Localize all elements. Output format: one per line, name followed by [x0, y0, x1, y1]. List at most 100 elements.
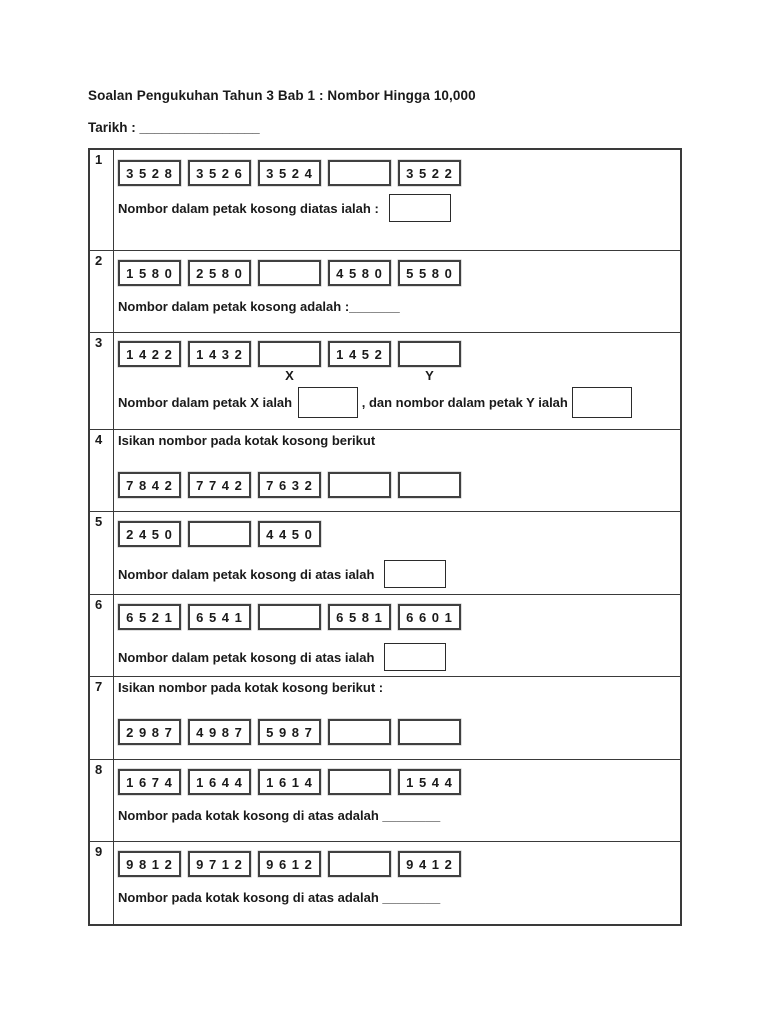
box-label-empty: [188, 368, 251, 384]
question-text-label: Nombor dalam petak kosong diatas ialah :: [118, 200, 379, 216]
question-text-part2: , dan nombor dalam petak Y ialah: [358, 395, 568, 410]
number-box: 4 9 8 7: [188, 719, 251, 745]
question-text: Nombor dalam petak X ialah , dan nombor …: [118, 387, 676, 418]
number-box: 3 5 2 8: [118, 160, 181, 186]
empty-number-box[interactable]: [328, 472, 391, 498]
question-number: 7: [90, 677, 114, 759]
question-number: 8: [90, 760, 114, 841]
question-text: Nombor pada kotak kosong di atas adalah …: [118, 808, 676, 823]
number-box: 9 8 1 2: [118, 851, 181, 877]
box-label-y: Y: [425, 368, 434, 383]
empty-number-box[interactable]: [188, 521, 251, 547]
empty-number-box[interactable]: [258, 260, 321, 286]
answer-box-x[interactable]: [298, 387, 359, 418]
empty-number-box[interactable]: [398, 719, 461, 745]
question-content: 6 5 2 1 6 5 4 1 6 5 8 1 6 6 0 1 Nombor dalam…: [114, 595, 680, 676]
answer-box-y[interactable]: [571, 387, 632, 418]
question-number: 1: [90, 150, 114, 250]
number-box-sequence: 2 9 8 7 4 9 8 7 5 9 8 7: [118, 719, 676, 745]
question-number: 2: [90, 251, 114, 332]
number-box-sequence: 6 5 2 1 6 5 4 1 6 5 8 1 6 6 0 1: [118, 604, 676, 630]
question-text-label: Nombor dalam petak kosong di atas ialah: [118, 649, 375, 665]
question-number: 9: [90, 842, 114, 924]
question-instruction: Isikan nombor pada kotak kosong berikut …: [118, 680, 384, 695]
question-text-label: Nombor pada kotak kosong di atas adalah …: [118, 808, 441, 823]
question-text: Nombor pada kotak kosong di atas adalah …: [118, 890, 676, 905]
number-box: 1 5 4 4: [398, 769, 461, 795]
number-box: 2 9 8 7: [118, 719, 181, 745]
number-box: 3 5 2 6: [188, 160, 251, 186]
number-box: 3 5 2 2: [398, 160, 461, 186]
question-text: Nombor dalam petak kosong adalah :______…: [118, 299, 676, 314]
number-box: 5 5 8 0: [398, 260, 461, 286]
number-box: 9 4 1 2: [398, 851, 461, 877]
number-box-sequence: 9 8 1 2 9 7 1 2 9 6 1 2 9 4 1 2: [118, 851, 676, 877]
page-title: Soalan Pengukuhan Tahun 3 Bab 1 : Nombor…: [88, 88, 476, 103]
number-box: 9 6 1 2: [258, 851, 321, 877]
empty-number-box[interactable]: [328, 160, 391, 186]
number-box: 6 6 0 1: [398, 604, 461, 630]
number-box: 1 4 3 2: [188, 341, 251, 367]
question-text: Nombor dalam petak kosong di atas ialah: [118, 560, 676, 588]
number-box: 1 6 1 4: [258, 769, 321, 795]
question-number: 3: [90, 333, 114, 429]
number-box: 4 4 5 0: [258, 521, 321, 547]
answer-box[interactable]: [388, 194, 451, 222]
empty-number-box[interactable]: [328, 851, 391, 877]
number-box: 7 7 4 2: [188, 472, 251, 498]
empty-number-box[interactable]: [258, 604, 321, 630]
empty-number-box[interactable]: [258, 341, 321, 367]
answer-box[interactable]: [384, 560, 447, 588]
question-number: 4: [90, 430, 114, 511]
empty-number-box[interactable]: [398, 341, 461, 367]
empty-number-box[interactable]: [328, 769, 391, 795]
number-box-sequence: 3 5 2 8 3 5 2 6 3 5 2 4 3 5 2 2: [118, 160, 676, 186]
question-text-label: Nombor dalam petak kosong di atas ialah: [118, 566, 375, 582]
number-box: 1 4 2 2: [118, 341, 181, 367]
number-box: 9 7 1 2: [188, 851, 251, 877]
empty-number-box[interactable]: [328, 719, 391, 745]
question-number: 6: [90, 595, 114, 676]
question-content: 3 5 2 8 3 5 2 6 3 5 2 4 3 5 2 2 Nombor dalam…: [114, 150, 680, 250]
empty-number-box[interactable]: [398, 472, 461, 498]
number-box: 2 5 8 0: [188, 260, 251, 286]
question-content: 9 8 1 2 9 7 1 2 9 6 1 2 9 4 1 2 Nombor pada …: [114, 842, 680, 924]
number-box: 7 8 4 2: [118, 472, 181, 498]
question-row: 7 Isikan nombor pada kotak kosong berikut…: [90, 676, 680, 759]
number-box: 1 6 4 4: [188, 769, 251, 795]
number-box: 3 5 2 4: [258, 160, 321, 186]
question-number: 5: [90, 512, 114, 594]
number-box: 5 9 8 7: [258, 719, 321, 745]
number-box: 1 5 8 0: [118, 260, 181, 286]
answer-box[interactable]: [384, 643, 447, 671]
number-box: 6 5 8 1: [328, 604, 391, 630]
question-text-label: Nombor pada kotak kosong di atas adalah …: [118, 890, 441, 905]
number-box: 6 5 4 1: [188, 604, 251, 630]
number-box: 6 5 2 1: [118, 604, 181, 630]
question-content: Isikan nombor pada kotak kosong berikut …: [114, 677, 680, 759]
question-text-part1: Nombor dalam petak X ialah: [118, 395, 293, 410]
question-text: Nombor dalam petak kosong diatas ialah :: [118, 194, 676, 222]
box-label-empty: [328, 368, 391, 384]
question-text-label: Nombor dalam petak kosong adalah :______…: [118, 299, 400, 314]
